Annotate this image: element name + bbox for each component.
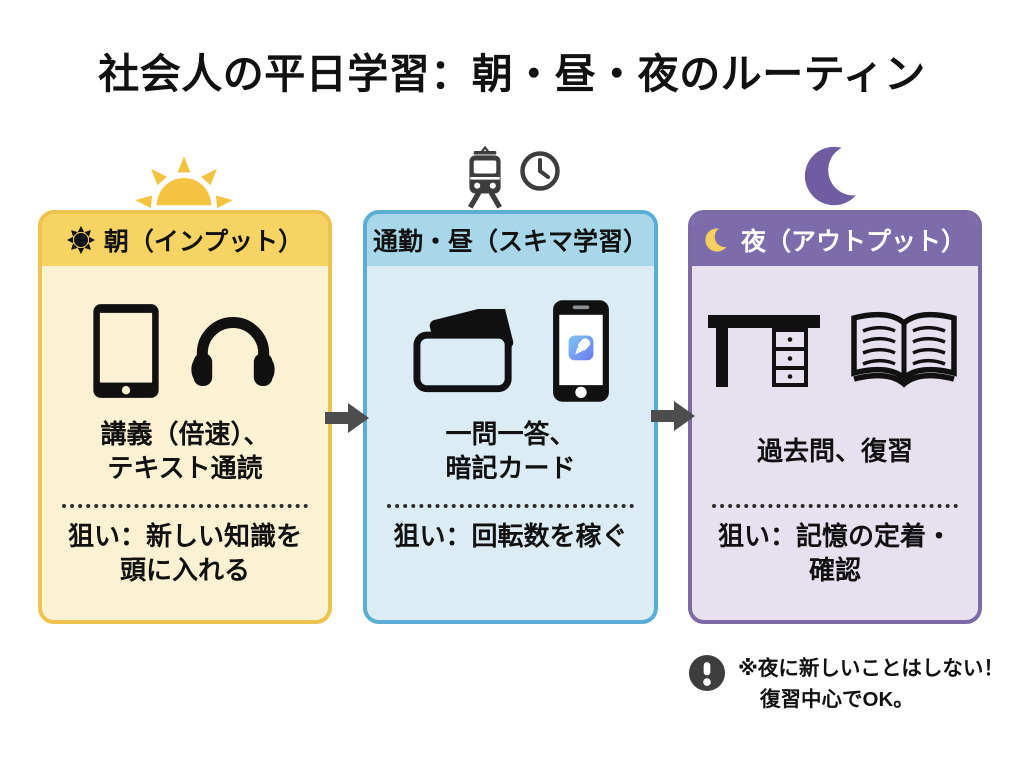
caution-text: ※夜に新しいことはしない！ 復習中心でOK。 bbox=[738, 654, 1004, 716]
commute-icons bbox=[459, 144, 562, 210]
caution-note: ※夜に新しいことはしない！ 復習中心でOK。 bbox=[688, 654, 1004, 716]
flashcards-icon bbox=[411, 309, 525, 393]
card-night-header: 夜（アウトプット） bbox=[692, 214, 978, 266]
card-morning-aim: 狙い：新しい知識を 頭に入れる bbox=[42, 520, 328, 588]
activity-line: 過去問、復習 bbox=[756, 435, 913, 466]
card-midday-icons bbox=[367, 294, 654, 408]
card-night-activity: 過去問、復習 bbox=[692, 408, 978, 494]
desk-icon bbox=[708, 311, 820, 391]
aim-line: 狙い：新しい知識を bbox=[67, 521, 302, 551]
activity-line: 講義（倍速）、 bbox=[100, 418, 270, 449]
smartphone-icon bbox=[551, 298, 611, 404]
card-midday-aim: 狙い：回転数を稼ぐ bbox=[367, 520, 654, 554]
sunrise-icon bbox=[134, 146, 234, 210]
aim-line: 狙い：記憶の定着・ bbox=[717, 521, 952, 551]
crescent-moon-icon bbox=[704, 226, 732, 254]
card-midday-title: 通勤・昼（スキマ学習） bbox=[372, 228, 648, 256]
card-midday: 通勤・昼（スキマ学習） bbox=[363, 210, 658, 624]
caution-line-1: ※夜に新しいことはしない！ bbox=[738, 657, 1004, 680]
card-midday-activity: 一問一答、 暗記カード bbox=[367, 408, 654, 494]
caution-line-2: 復習中心でOK。 bbox=[760, 687, 914, 711]
sun-icon bbox=[66, 226, 95, 254]
card-morning-icons bbox=[42, 294, 328, 408]
clock-icon bbox=[518, 149, 562, 193]
aim-line: 確認 bbox=[808, 554, 861, 585]
page-title: 社会人の平日学習：朝・昼・夜のルーティン bbox=[98, 51, 926, 97]
card-morning-header: 朝（インプット） bbox=[42, 214, 328, 266]
card-morning-title: 朝（インプット） bbox=[103, 228, 304, 256]
activity-line: 一問一答、 bbox=[445, 418, 576, 449]
tablet-icon bbox=[91, 302, 161, 400]
card-night-title: 夜（アウトプット） bbox=[740, 228, 966, 256]
aim-line: 狙い：回転数を稼ぐ bbox=[393, 521, 628, 551]
card-midday-header: 通勤・昼（スキマ学習） bbox=[367, 214, 654, 266]
arrow-right-icon bbox=[651, 398, 695, 434]
card-night-icons bbox=[692, 294, 978, 408]
crescent-moon-icon bbox=[797, 141, 875, 211]
card-night: 夜（アウトプット） bbox=[688, 210, 982, 624]
card-morning: 朝（インプット） 講義（倍速）、 bbox=[38, 210, 332, 624]
activity-line: テキスト通読 bbox=[107, 453, 263, 483]
exclamation-icon bbox=[688, 654, 726, 692]
card-night-aim: 狙い：記憶の定着・ 確認 bbox=[692, 520, 978, 588]
headphones-icon bbox=[187, 311, 279, 391]
dotted-divider bbox=[712, 504, 958, 508]
train-icon bbox=[459, 144, 511, 210]
aim-line: 頭に入れる bbox=[119, 554, 250, 585]
dotted-divider bbox=[62, 504, 308, 508]
open-book-icon bbox=[846, 309, 962, 393]
dotted-divider bbox=[387, 504, 634, 508]
activity-line: 暗記カード bbox=[445, 453, 576, 483]
card-morning-activity: 講義（倍速）、 テキスト通読 bbox=[42, 408, 328, 494]
arrow-right-icon bbox=[325, 400, 369, 436]
